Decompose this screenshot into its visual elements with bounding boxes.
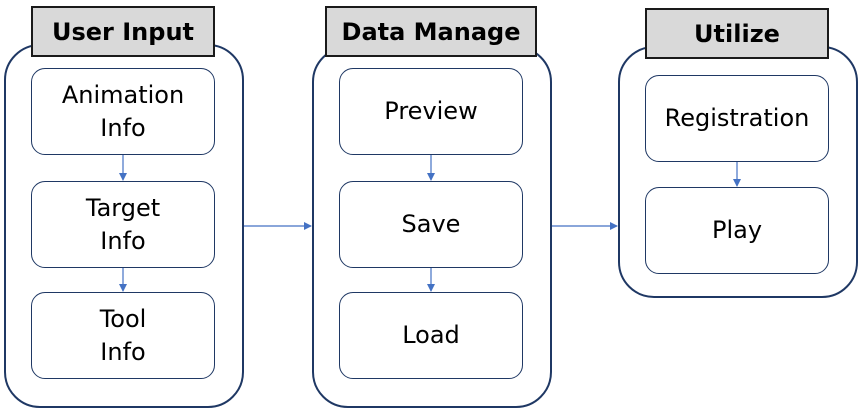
node-preview: Preview [339, 68, 523, 155]
node-label-line: Preview [384, 97, 478, 125]
node-label-line: Target [85, 193, 161, 222]
group-title-data-manage: Data Manage [325, 6, 537, 57]
node-target-info: Target Info [31, 181, 215, 268]
node-label-line: Info [100, 226, 146, 255]
group-title-user-input: User Input [31, 6, 215, 57]
node-label-line: Tool [99, 304, 147, 333]
node-tool-info: Tool Info [31, 292, 215, 379]
group-title-utilize: Utilize [645, 8, 829, 59]
node-label-line: Info [100, 337, 146, 366]
node-load: Load [339, 292, 523, 379]
node-label-line: Save [401, 210, 461, 238]
node-animation-info: Animation Info [31, 68, 215, 155]
node-registration: Registration [645, 75, 829, 162]
node-label-line: Play [711, 216, 763, 244]
node-label-line: Info [100, 113, 146, 142]
node-label-line: Load [402, 321, 460, 349]
node-play: Play [645, 187, 829, 274]
node-save: Save [339, 181, 523, 268]
node-label-line: Registration [664, 104, 810, 132]
node-label-line: Animation [61, 80, 185, 109]
